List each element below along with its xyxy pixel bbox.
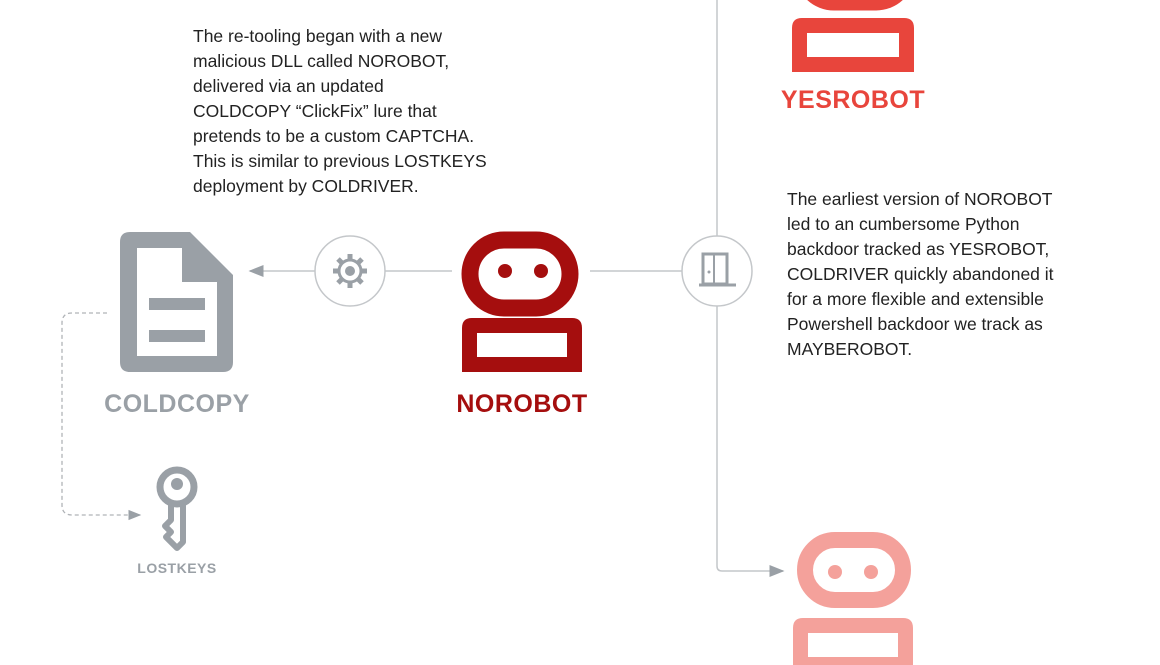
text-line: The earliest version of NOROBOT [787, 189, 1053, 209]
text-line: malicious DLL called NOROBOT, [193, 51, 450, 71]
text-line: for a more flexible and extensible [787, 289, 1044, 309]
arrow-to-mayberobot [716, 306, 785, 577]
text-line: The re-tooling began with a new [193, 26, 443, 46]
text-line: This is similar to previous LOSTKEYS [193, 151, 487, 171]
evolution-paragraph: The earliest version of NOROBOT led to a… [787, 187, 1054, 362]
text-line: delivered via an updated [193, 76, 384, 96]
text-line: backdoor tracked as YESROBOT, [787, 239, 1050, 259]
text-line: MAYBEROBOT. [787, 339, 913, 359]
norobot-robot-icon [461, 231, 582, 372]
text-line: COLDRIVER quickly abandoned it [787, 264, 1054, 284]
lostkeys-label: LOSTKEYS [137, 560, 217, 576]
text-line: led to an cumbersome Python [787, 214, 1020, 234]
yesrobot-label: YESROBOT [780, 86, 926, 114]
text-line: Powershell backdoor we track as [787, 314, 1043, 334]
coldcopy-label: COLDCOPY [104, 390, 250, 418]
mayberobot-robot-icon [793, 532, 913, 665]
document-icon [120, 232, 233, 372]
yesrobot-robot-icon [792, 0, 914, 72]
text-line: COLDCOPY “ClickFix” lure that [193, 101, 437, 121]
intro-paragraph: The re-tooling began with a new maliciou… [193, 24, 487, 199]
dashed-arrow-coldcopy-to-lostkeys [61, 312, 142, 521]
text-line: pretends to be a custom CAPTCHA. [193, 126, 475, 146]
norobot-label: NOROBOT [456, 390, 588, 418]
text-line: deployment by COLDRIVER. [193, 176, 419, 196]
gear-icon [314, 235, 386, 307]
door-icon [681, 235, 753, 307]
key-icon [156, 466, 198, 551]
